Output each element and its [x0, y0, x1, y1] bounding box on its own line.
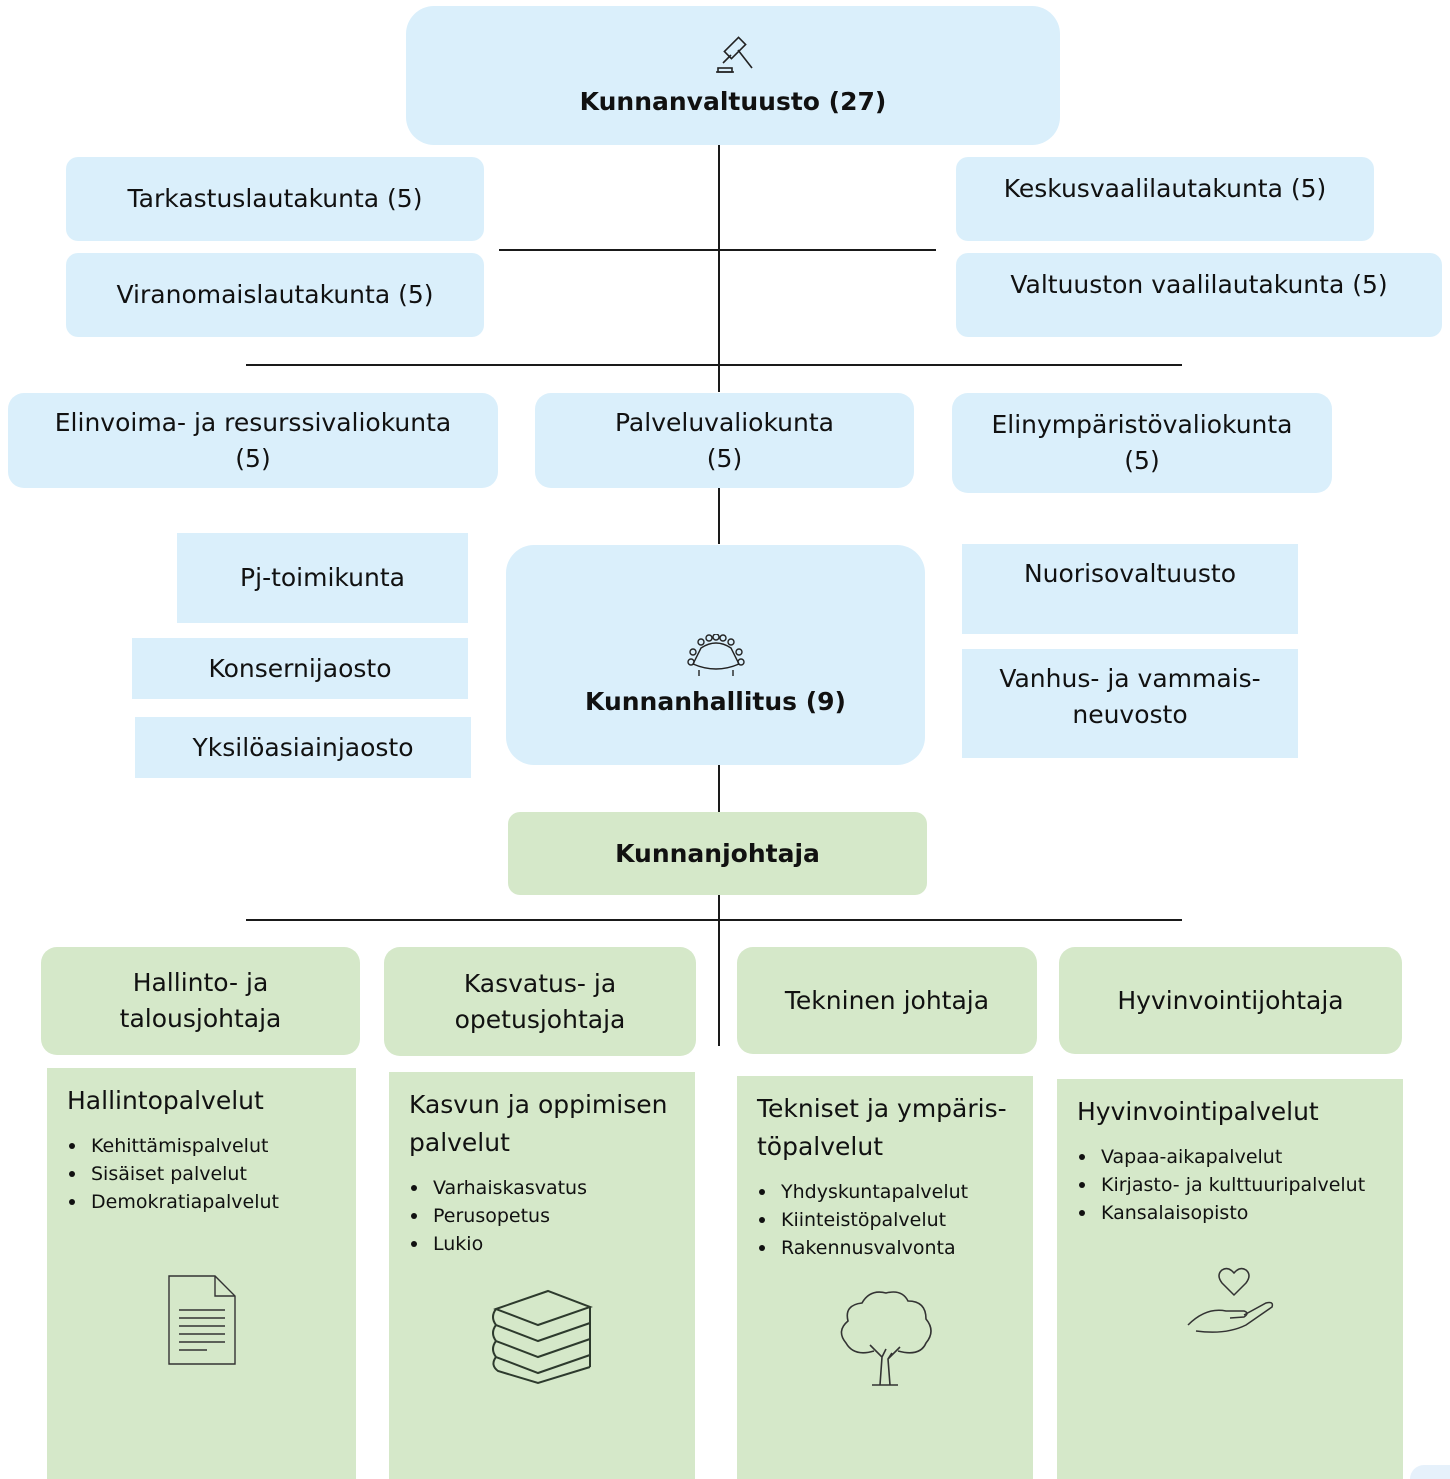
- service-title: Hyvinvointipalvelut: [1077, 1097, 1319, 1126]
- service-title: Hallintopalvelut: [67, 1086, 264, 1115]
- service-list: Kehittämispalvelut Sisäiset palvelut Dem…: [67, 1132, 336, 1216]
- council-box[interactable]: Kunnanvaltuusto (27): [406, 6, 1060, 145]
- service-panel-hallinto: Hallintopalvelut Kehittämispalvelut Sisä…: [47, 1068, 356, 1479]
- director-kasvatus[interactable]: Kasvatus- ja opetusjohtaja: [384, 947, 696, 1056]
- service-list: Yhdyskuntapalvelut Kiinteistöpalvelut Ra…: [757, 1178, 1013, 1262]
- section-label: Pj-toimikunta: [240, 563, 405, 592]
- mayor-label: Kunnanjohtaja: [615, 838, 820, 868]
- connector-vertical-mid: [718, 488, 720, 544]
- committee-palvelu[interactable]: Palveluvaliokunta (5): [535, 393, 914, 488]
- heart-hand-icon: [1186, 1265, 1276, 1335]
- section-yksiloasiainjaosto[interactable]: Yksilöasiainjaosto: [135, 717, 471, 778]
- council-label: Vanhus- ja vammais- neuvosto: [999, 664, 1261, 729]
- gavel-icon: [708, 32, 758, 84]
- committee-elinymparisto[interactable]: Elinympäristövaliokunta (5): [952, 393, 1332, 493]
- service-list: Vapaa-aikapalvelut Kirjasto- ja kulttuur…: [1077, 1143, 1383, 1227]
- list-item: Kansalaisopisto: [1079, 1199, 1383, 1227]
- connector-vertical-bottom: [718, 895, 720, 1046]
- service-panel-kasvu: Kasvun ja oppimisen palvelut Varhaiskasv…: [389, 1072, 695, 1479]
- service-list: Varhaiskasvatus Perusopetus Lukio: [409, 1174, 685, 1258]
- council-vanhus-vammais[interactable]: Vanhus- ja vammais- neuvosto: [962, 649, 1298, 758]
- director-hallinto[interactable]: Hallinto- ja talousjohtaja: [41, 947, 360, 1055]
- list-item: Yhdyskuntapalvelut: [759, 1178, 1013, 1206]
- list-item: Kirjasto- ja kulttuuripalvelut: [1079, 1171, 1383, 1199]
- list-item: Sisäiset palvelut: [69, 1160, 336, 1188]
- director-tekninen[interactable]: Tekninen johtaja: [737, 947, 1037, 1054]
- section-label: Konsernijaosto: [208, 653, 392, 683]
- committee-name: Elinvoima- ja resurssivaliokunta: [54, 407, 452, 437]
- committee-elinvoima[interactable]: Elinvoima- ja resurssivaliokunta (5): [8, 393, 498, 488]
- books-icon: [486, 1287, 596, 1385]
- service-panel-hyvinvointi: Hyvinvointipalvelut Vapaa-aikapalvelut K…: [1057, 1079, 1403, 1479]
- service-panel-tekninen: Tekniset ja ympäris- töpalvelut Yhdyskun…: [737, 1076, 1033, 1479]
- director-label: Hyvinvointijohtaja: [1117, 985, 1344, 1015]
- connector-horizontal-committees: [246, 364, 1182, 366]
- connector-horizontal-directors: [246, 919, 1182, 921]
- committee-count: (5): [1124, 446, 1160, 475]
- corner-accent: [1410, 1465, 1450, 1479]
- council-label: Kunnanvaltuusto (27): [579, 87, 887, 116]
- board-keskusvaali[interactable]: Keskusvaalilautakunta (5): [956, 157, 1374, 241]
- list-item: Kehittämispalvelut: [69, 1132, 336, 1160]
- council-label: Nuorisovaltuusto: [1023, 559, 1237, 588]
- executive-box[interactable]: Kunnanhallitus (9): [506, 545, 925, 765]
- board-valtuusto-vaali[interactable]: Valtuuston vaalilautakunta (5): [956, 253, 1442, 337]
- mayor-box[interactable]: Kunnanjohtaja: [508, 812, 927, 895]
- director-hyvinvointi[interactable]: Hyvinvointijohtaja: [1059, 947, 1402, 1054]
- list-item: Varhaiskasvatus: [411, 1174, 685, 1202]
- director-label: Hallinto- ja talousjohtaja: [119, 968, 282, 1033]
- board-label: Tarkastuslautakunta (5): [127, 184, 423, 213]
- connector-vertical-exec: [718, 765, 720, 812]
- tree-icon: [836, 1287, 936, 1387]
- section-label: Yksilöasiainjaosto: [192, 732, 414, 762]
- connector-vertical-top: [718, 145, 720, 392]
- connector-horizontal-boards: [499, 249, 936, 251]
- section-pj-toimikunta[interactable]: Pj-toimikunta: [177, 533, 468, 623]
- board-label: Keskusvaalilautakunta (5): [1003, 174, 1327, 203]
- list-item: Perusopetus: [411, 1202, 685, 1230]
- list-item: Rakennusvalvonta: [759, 1234, 1013, 1262]
- service-title: Kasvun ja oppimisen palvelut: [409, 1090, 668, 1157]
- list-item: Kiinteistöpalvelut: [759, 1206, 1013, 1234]
- director-label: Kasvatus- ja opetusjohtaja: [454, 968, 626, 1034]
- council-nuoriso[interactable]: Nuorisovaltuusto: [962, 544, 1298, 634]
- committee-name: Palveluvaliokunta: [614, 407, 834, 437]
- committee-count: (5): [706, 443, 743, 473]
- section-konsernijaosto[interactable]: Konsernijaosto: [132, 638, 468, 699]
- committee-name: Elinympäristövaliokunta: [991, 410, 1293, 439]
- list-item: Demokratiapalvelut: [69, 1188, 336, 1216]
- executive-label: Kunnanhallitus (9): [585, 687, 846, 716]
- meeting-table-icon: [685, 633, 747, 684]
- document-icon: [167, 1274, 237, 1366]
- service-title: Tekniset ja ympäris- töpalvelut: [757, 1094, 1007, 1161]
- list-item: Vapaa-aikapalvelut: [1079, 1143, 1383, 1171]
- board-tarkastus[interactable]: Tarkastuslautakunta (5): [66, 157, 484, 241]
- committee-count: (5): [235, 443, 271, 473]
- director-label: Tekninen johtaja: [784, 985, 990, 1015]
- list-item: Lukio: [411, 1230, 685, 1258]
- board-viranomais[interactable]: Viranomaislautakunta (5): [66, 253, 484, 337]
- board-label: Viranomaislautakunta (5): [116, 280, 434, 309]
- board-label: Valtuuston vaalilautakunta (5): [1010, 270, 1388, 299]
